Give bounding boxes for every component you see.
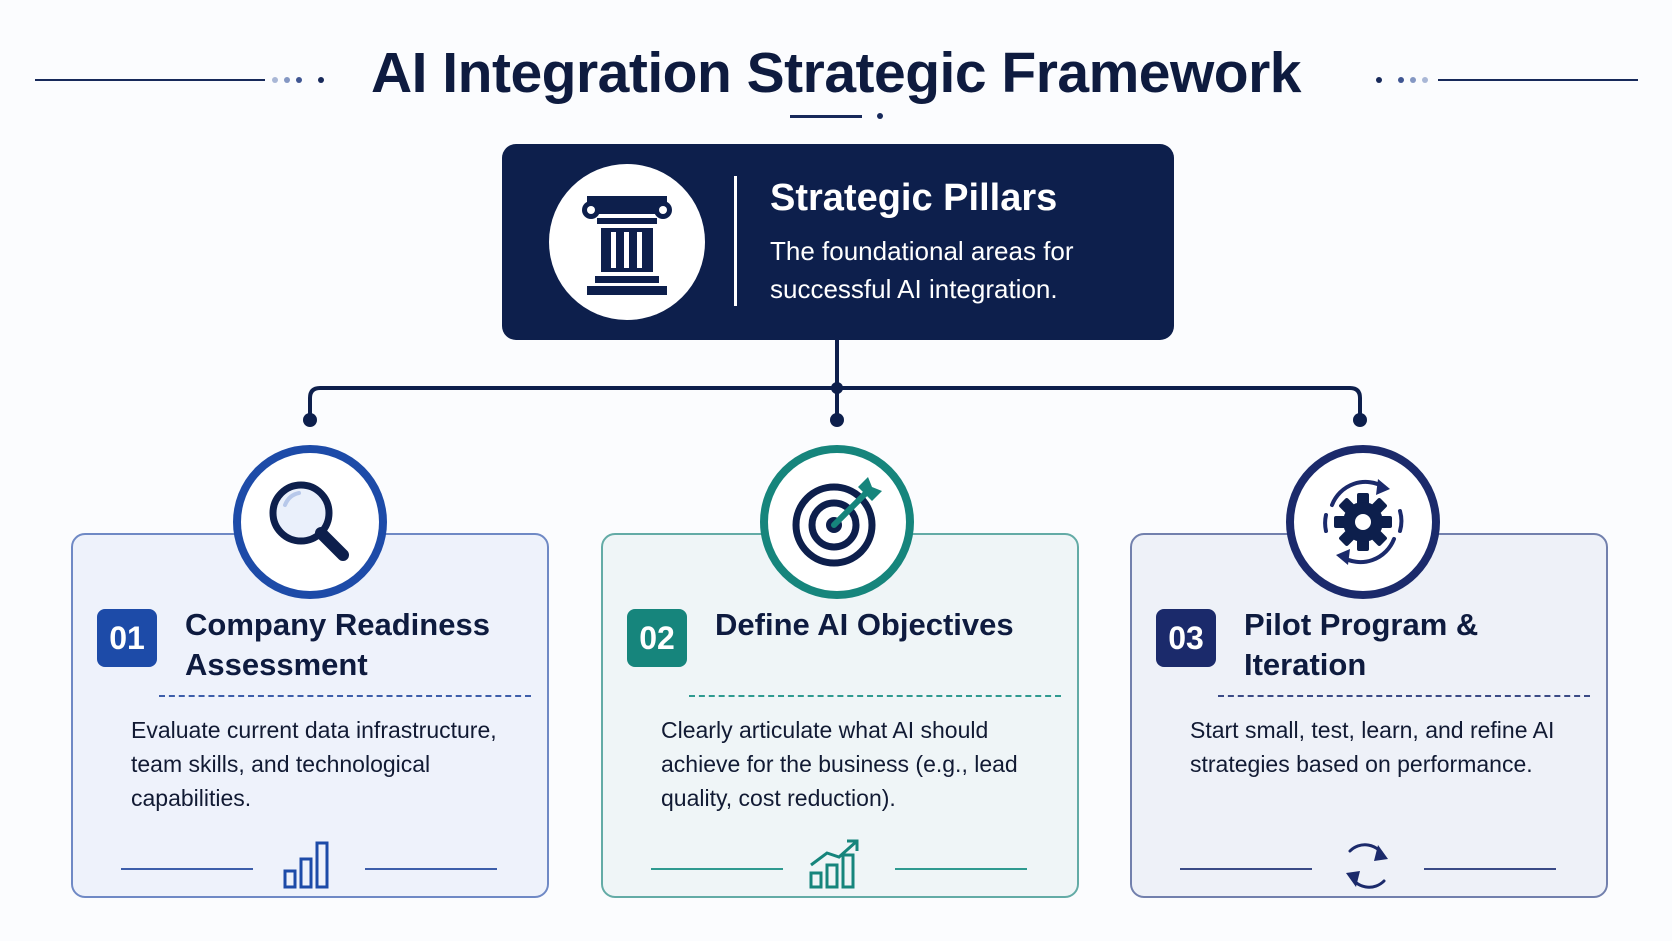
title-underline bbox=[790, 115, 862, 118]
card-divider bbox=[159, 695, 531, 697]
card-footer-rule bbox=[121, 868, 253, 870]
target-icon bbox=[792, 477, 882, 567]
card-footer-rule bbox=[651, 868, 783, 870]
magnifier-icon bbox=[269, 481, 349, 561]
top-box-description: The foundational areas for successful AI… bbox=[770, 236, 1074, 304]
pillar-icon-circle bbox=[549, 164, 705, 320]
card-title: Company Readiness Assessment bbox=[185, 607, 490, 682]
card-description: Evaluate current data infrastructure, te… bbox=[131, 717, 497, 811]
target-icon-circle bbox=[760, 445, 914, 599]
card-footer-rule bbox=[1424, 868, 1556, 870]
card-number-badge: 01 bbox=[97, 609, 157, 667]
card-footer-rule bbox=[1180, 868, 1312, 870]
header-dot bbox=[296, 77, 302, 83]
header-dot bbox=[1422, 77, 1428, 83]
header-dot bbox=[318, 77, 324, 83]
page-title: AI Integration Strategic Framework bbox=[370, 41, 1302, 105]
card-number-badge: 02 bbox=[627, 609, 687, 667]
pillar-icon bbox=[582, 196, 672, 295]
strategic-pillars-box: Strategic Pillars The foundational areas… bbox=[502, 144, 1174, 340]
card-number-badge: 03 bbox=[1156, 609, 1216, 667]
card-footer-rule bbox=[895, 868, 1027, 870]
header-dot bbox=[1376, 77, 1382, 83]
bar-chart-icon bbox=[283, 841, 329, 889]
top-box-title: Strategic Pillars bbox=[770, 177, 1058, 219]
gear-cycle-icon bbox=[1323, 479, 1404, 565]
card-title: Define AI Objectives bbox=[715, 607, 1014, 642]
refresh-icon bbox=[1346, 843, 1388, 889]
header-dot bbox=[284, 77, 290, 83]
top-box-divider bbox=[734, 176, 737, 306]
header-rule-right bbox=[1438, 79, 1638, 81]
header-dot bbox=[272, 77, 278, 83]
card-title: Pilot Program & Iteration bbox=[1244, 607, 1479, 682]
title-underline-dot bbox=[877, 113, 883, 119]
gear-cycle-icon-circle bbox=[1286, 445, 1440, 599]
card-description: Start small, test, learn, and refine AI … bbox=[1190, 717, 1555, 777]
magnifier-icon-circle bbox=[233, 445, 387, 599]
card-divider bbox=[1218, 695, 1590, 697]
header-dot bbox=[1398, 77, 1404, 83]
growth-chart-icon bbox=[809, 839, 859, 889]
header-dot bbox=[1410, 77, 1416, 83]
card-divider bbox=[689, 695, 1061, 697]
header-rule-left bbox=[35, 79, 265, 81]
card-footer-rule bbox=[365, 868, 497, 870]
card-description: Clearly articulate what AI should achiev… bbox=[661, 717, 1018, 811]
